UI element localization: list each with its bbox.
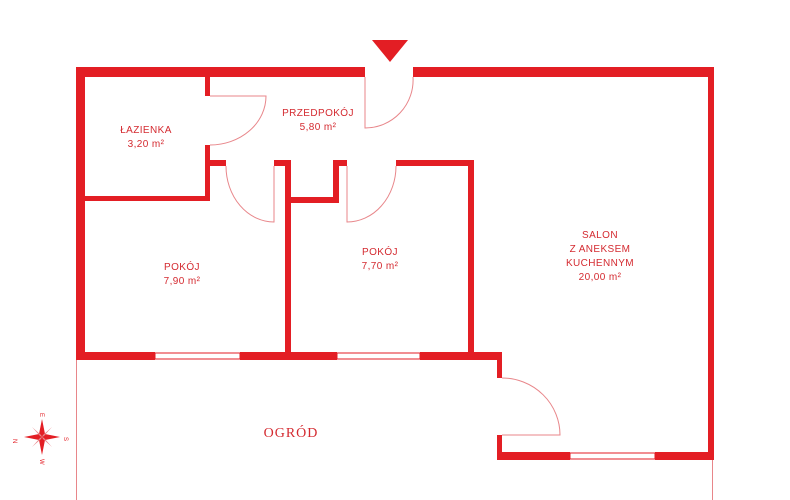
walls (76, 67, 714, 460)
room-label-przedpokoj: PRZEDPOKÓJ 5,80 m² (282, 107, 354, 135)
room-label-pokoj-2: POKÓJ 7,70 m² (362, 246, 399, 274)
entrance-arrow-icon (372, 40, 408, 62)
compass-w: W (38, 459, 44, 465)
room-label-salon: SALON Z ANEKSEM KUCHENNYM 20,00 m² (566, 229, 634, 285)
doors (209, 76, 561, 436)
room-name-line2: Z ANEKSEM (569, 244, 631, 255)
room-area: 3,20 m² (127, 139, 165, 150)
room-area: 7,70 m² (361, 261, 399, 272)
room-name: SALON (582, 230, 618, 241)
room-name: POKÓJ (362, 247, 398, 258)
compass-e: E (38, 413, 44, 417)
room-name: ŁAZIENKA (120, 125, 172, 136)
garden-boundary (76, 360, 713, 500)
room-area: 7,90 m² (163, 276, 201, 287)
room-name: POKÓJ (164, 262, 200, 273)
compass-n: N (11, 439, 17, 443)
room-area: 20,00 m² (578, 272, 622, 283)
compass-s: S (62, 437, 68, 441)
room-label-pokoj-1: POKÓJ 7,90 m² (164, 261, 201, 289)
garden-label: OGRÓD (263, 426, 319, 441)
room-area: 5,80 m² (299, 122, 337, 133)
room-label-lazienka: ŁAZIENKA 3,20 m² (120, 124, 172, 152)
room-name-line3: KUCHENNYM (565, 258, 635, 269)
room-name: PRZEDPOKÓJ (282, 108, 354, 119)
windows (154, 352, 656, 460)
compass-icon: N E S W (11, 413, 68, 465)
